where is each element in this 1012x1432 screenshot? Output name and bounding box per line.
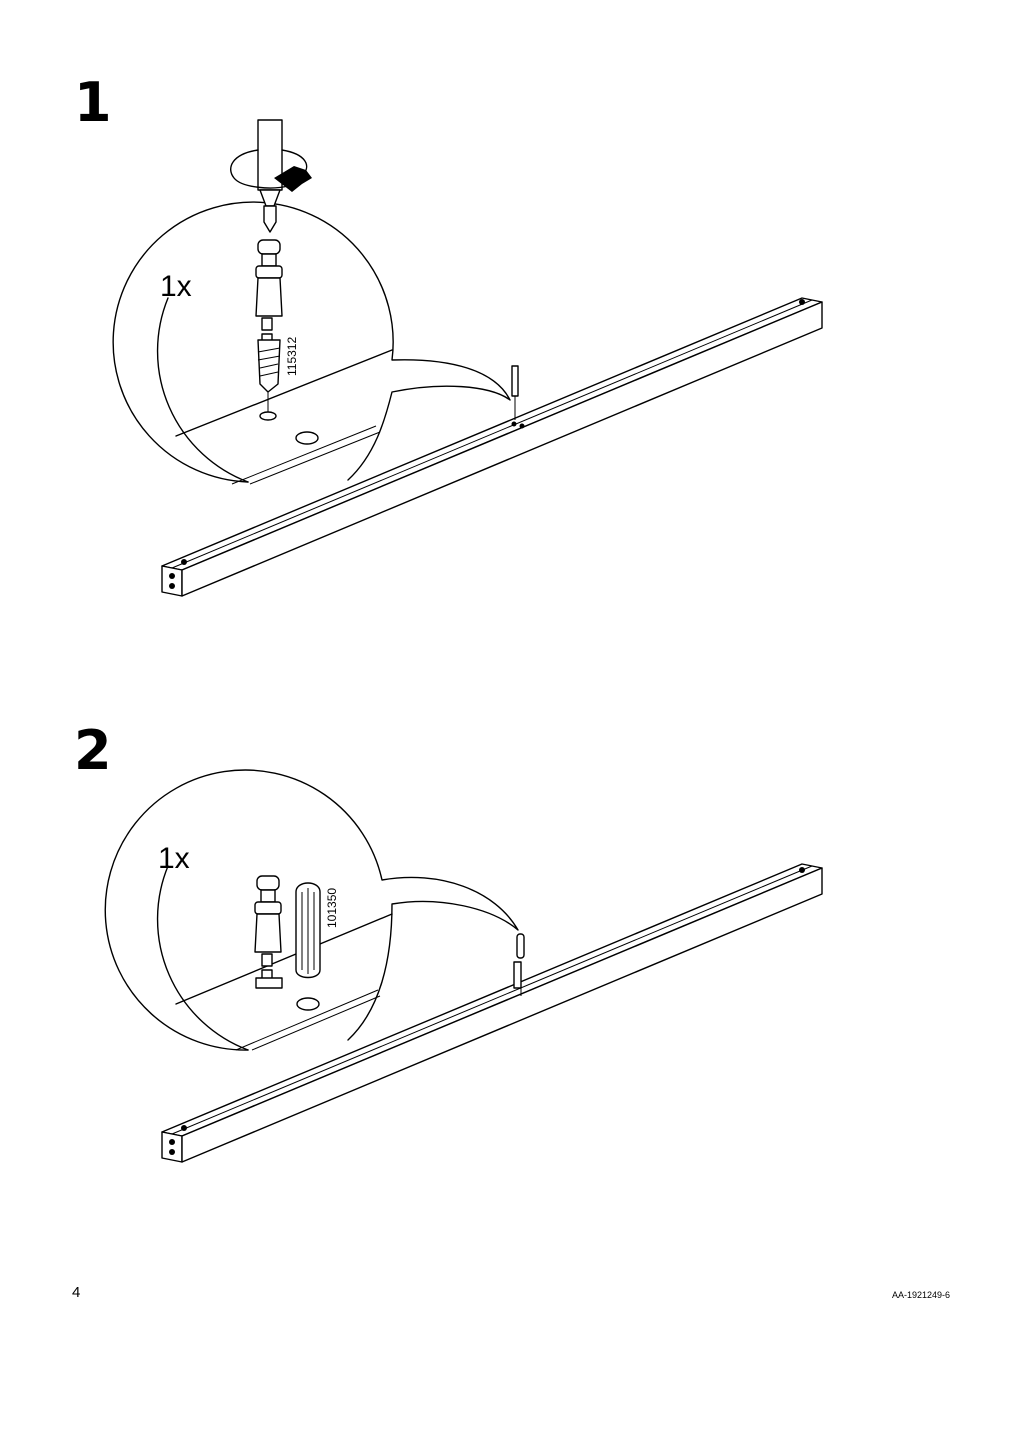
rotation-arrow-icon bbox=[230, 149, 312, 192]
page-number: 4 bbox=[72, 1284, 81, 1301]
rail-1 bbox=[161, 297, 823, 597]
rail-2 bbox=[161, 863, 823, 1163]
detail-magnifier-2 bbox=[104, 769, 519, 1051]
step-1-illustration bbox=[112, 119, 823, 597]
step-2-quantity: 1x bbox=[158, 842, 190, 875]
screwdriver-icon bbox=[257, 119, 283, 233]
wooden-dowel-icon bbox=[295, 882, 321, 979]
document-code: AA-1921249-6 bbox=[891, 1290, 950, 1300]
step-1-quantity: 1x bbox=[160, 270, 192, 303]
step-2-part-number: 101350 bbox=[325, 887, 339, 928]
small-parts-on-rail bbox=[513, 933, 525, 996]
detail-magnifier-1 bbox=[112, 201, 511, 485]
step-1-part-number: 115312 bbox=[285, 336, 299, 376]
step-2-number: 2 bbox=[74, 719, 112, 782]
cam-lock-bolt-icon bbox=[254, 875, 283, 989]
small-bolt-on-rail bbox=[511, 365, 519, 420]
cam-lock-bolt-icon bbox=[255, 239, 283, 393]
step-1-number: 1 bbox=[74, 71, 112, 134]
